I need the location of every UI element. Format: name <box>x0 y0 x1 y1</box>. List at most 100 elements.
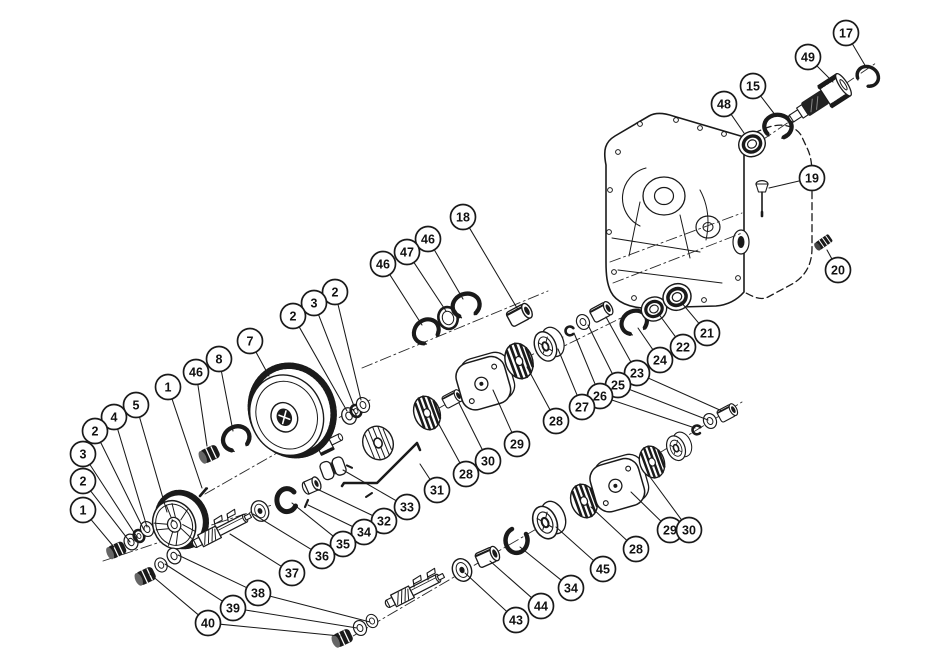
callout-balloon <box>503 430 531 458</box>
input-shaft-group <box>732 60 884 164</box>
leader-line <box>90 491 131 543</box>
callout-number: 44 <box>534 600 548 614</box>
callout-2: 2 <box>279 302 348 412</box>
callout-43: 43 <box>464 572 530 634</box>
snap-ring-8 <box>219 421 254 454</box>
leader-line <box>164 563 223 602</box>
leader-line <box>171 399 203 489</box>
callout-balloon <box>278 559 306 587</box>
leader-line <box>648 377 723 412</box>
callout-3: 3 <box>69 440 138 538</box>
callout-45: 45 <box>555 526 617 583</box>
leader-line <box>630 491 661 522</box>
callout-number: 5 <box>133 399 140 413</box>
callout-number: 46 <box>376 258 390 272</box>
callout-34: 34 <box>519 546 585 602</box>
leader-line <box>342 469 397 501</box>
nut-40b <box>329 627 355 650</box>
leader-line <box>760 96 777 117</box>
callout-balloon <box>646 346 674 374</box>
callout-28: 28 <box>435 418 480 488</box>
callout-balloon <box>329 530 357 558</box>
leader-line <box>731 114 745 134</box>
callout-30: 30 <box>649 476 703 544</box>
callout-number: 30 <box>481 455 495 469</box>
leader-line <box>221 371 234 432</box>
leader-line <box>464 572 507 612</box>
washer-43 <box>448 555 476 585</box>
leader-line <box>316 488 373 516</box>
callout-balloon <box>122 391 150 419</box>
callout-1: 1 <box>154 373 203 489</box>
set-bolt-icon <box>814 234 833 251</box>
leader-line <box>469 227 518 309</box>
leader-line <box>413 262 447 312</box>
callout-number: 25 <box>611 379 625 393</box>
leader-line <box>492 389 513 433</box>
callout-39: 39 <box>164 563 358 629</box>
callout-number: 34 <box>564 582 578 596</box>
callout-number: 36 <box>315 550 329 564</box>
callout-35: 35 <box>291 502 357 558</box>
callout-number: 1 <box>80 504 87 518</box>
callout-22: 22 <box>657 312 697 361</box>
leader-line <box>526 366 551 410</box>
leader-line <box>489 560 532 598</box>
large-gear-cluster <box>196 362 394 498</box>
callout-2: 2 <box>69 467 131 543</box>
callout-5: 5 <box>122 391 168 513</box>
callout-44: 44 <box>489 560 555 620</box>
leader-line <box>100 442 145 531</box>
callout-38: 38 <box>177 554 371 623</box>
callout-number: 28 <box>629 543 643 557</box>
callout-15: 15 <box>739 72 777 117</box>
callout-number: 37 <box>285 567 299 581</box>
pin-34 <box>303 498 310 509</box>
callout-balloon <box>100 403 128 431</box>
callout-balloon <box>350 518 378 546</box>
callout-balloon <box>794 43 822 71</box>
leader-line <box>389 274 423 326</box>
leader-line <box>637 327 653 350</box>
callout-balloon <box>832 19 860 47</box>
callout-balloon <box>205 345 233 373</box>
leader-line <box>612 399 696 429</box>
callout-20: 20 <box>824 249 852 284</box>
leader-line <box>419 463 431 480</box>
leader-line <box>852 43 867 68</box>
callout-24: 24 <box>637 327 674 374</box>
callout-balloon <box>693 319 721 347</box>
callout-balloon <box>194 609 222 637</box>
callout-balloon <box>423 476 451 504</box>
callout-balloon <box>542 407 570 435</box>
callout-balloon <box>568 393 596 421</box>
leader-line <box>768 180 800 189</box>
callout-number: 45 <box>596 563 610 577</box>
callout-balloon <box>739 72 767 100</box>
leader-line <box>255 352 270 377</box>
input-shaft-49 <box>788 72 852 123</box>
worm-shaft-lower <box>382 569 448 612</box>
callout-balloon <box>675 516 703 544</box>
callout-balloon <box>300 289 328 317</box>
callout-number: 2 <box>80 475 87 489</box>
callout-4: 4 <box>100 403 148 528</box>
callout-34: 34 <box>307 504 378 546</box>
callout-23: 23 <box>605 316 723 412</box>
callout-balloon <box>824 256 852 284</box>
callout-32: 32 <box>316 488 398 535</box>
callout-number: 48 <box>717 98 731 112</box>
leader-line <box>434 249 464 300</box>
callout-number: 31 <box>430 484 444 498</box>
leader-line <box>657 312 676 337</box>
callout-balloon <box>69 496 97 524</box>
leader-line <box>291 502 334 537</box>
callout-balloon <box>321 278 349 306</box>
callout-number: 2 <box>92 425 99 439</box>
callout-number: 3 <box>311 297 318 311</box>
callout-number: 1 <box>165 381 172 395</box>
shifter-group <box>274 441 422 515</box>
callout-28: 28 <box>590 506 650 563</box>
c-ring-35 <box>274 486 298 515</box>
leader-line <box>149 573 199 615</box>
